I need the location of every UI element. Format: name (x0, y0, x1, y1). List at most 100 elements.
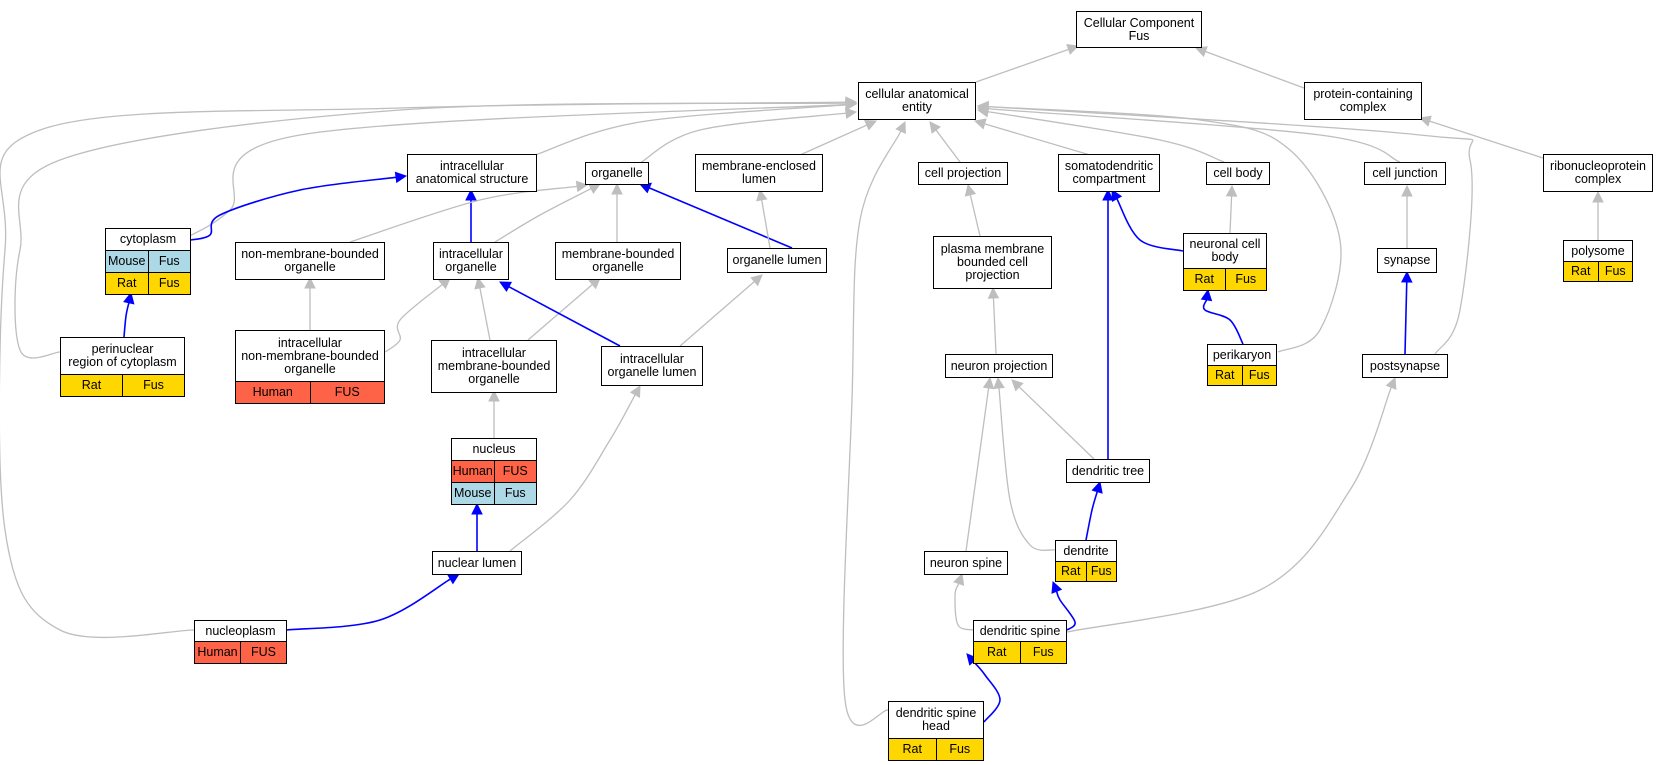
arrowhead (1401, 184, 1413, 197)
edge-part-of-intracellular-organelle-lumen-to-intracellular-organelle (499, 281, 621, 347)
node-label: Fus (1128, 28, 1150, 43)
arrowhead (756, 188, 768, 202)
arrowhead (499, 281, 513, 293)
edge-is-a-intracellular-anatomical-structure-to-cellular-anatomical-entity (534, 99, 858, 156)
edge-is-a-dendrite-to-neuron-projection (993, 376, 1056, 551)
arrowhead (973, 118, 987, 130)
node-label: intracellular (462, 346, 526, 360)
edge-is-a-non-membrane-bounded-organelle-to-organelle (349, 180, 589, 243)
edge-is-a-synapse-to-cell-junction (1401, 184, 1413, 248)
node-label: cellular anatomical (865, 87, 969, 101)
edge-part-of-dendrite-to-dendritic-tree (1085, 480, 1103, 541)
arrowhead (953, 572, 965, 586)
species-cell-rat: Fus (1597, 262, 1632, 281)
node-label: membrane-bounded (437, 359, 551, 373)
species-cell-rat: Rat (1208, 366, 1242, 385)
arrowhead (1225, 184, 1238, 197)
arrowhead (845, 96, 858, 108)
arrowhead (304, 276, 316, 289)
edge-part-of-neuronal-cell-body-to-somatodendritic-compartment (1111, 189, 1184, 252)
arrowhead (1102, 188, 1114, 201)
node-label: neuron projection (950, 358, 1048, 373)
arrowhead (1091, 480, 1103, 494)
edge-is-a-nuclear-lumen-to-intracellular-organelle-lumen (509, 385, 641, 552)
node-label: entity (902, 100, 932, 114)
node-label: neuron spine (929, 555, 1003, 570)
node-label: complex (1574, 172, 1622, 186)
node-label: non-membrane-bounded (241, 247, 379, 261)
edge-is-a-dendritic-tree-to-neuron-projection (1011, 379, 1095, 460)
species-cell-rat: Rat (106, 273, 148, 294)
node-label: cell body (1213, 166, 1263, 180)
arrowhead (1200, 288, 1213, 302)
node-label: body (1211, 250, 1239, 264)
arrowhead (929, 121, 941, 134)
node-label: projection (965, 268, 1020, 282)
node-label: cell junction (1372, 166, 1438, 180)
node-label: intracellular (439, 247, 503, 261)
edge-part-of-perinuclear-region-of-cytoplasm-to-cytoplasm (123, 291, 135, 338)
edge-is-a-intracellular-organelle-lumen-to-organelle-lumen (679, 274, 763, 347)
species-cell-rat: Rat (889, 739, 936, 760)
species-cell-human: Human (452, 461, 494, 482)
edge-is-a-plasma-membrane-bounded-cell-projection-to-cell-projection (964, 183, 981, 237)
edge-is-a-membrane-enclosed-lumen-to-cellular-anatomical-entity (799, 119, 878, 156)
node-label: cytoplasm (119, 232, 177, 246)
node-label: nuclear lumen (437, 555, 517, 570)
node-label: organelle (468, 372, 520, 386)
node-label: postsynapse (1369, 358, 1441, 373)
edge-is-a-polysome-to-ribonucleoprotein-complex (1592, 190, 1604, 240)
node-label: organelle lumen (732, 253, 822, 267)
edge-is-a-intracellular-membrane-bounded-organelle-to-membrane-bounded-organelle (527, 277, 601, 341)
node-label: organelle (284, 361, 336, 376)
node-label: neuronal cell (1189, 237, 1261, 251)
species-cell-rat: Rat (1184, 269, 1225, 290)
arrowhead (993, 376, 1005, 389)
node-cell-body: cell body (1206, 162, 1270, 185)
arrowhead (750, 274, 763, 287)
species-cell-rat: Fus (1085, 562, 1116, 581)
edge-is-a-ribonucleoprotein-complex-to-protein-containing-complex (1418, 115, 1544, 159)
node-neuron-projection: neuron projection (945, 354, 1053, 378)
node-label: ribonucleoprotein (1550, 159, 1646, 173)
node-organelle-lumen: organelle lumen (727, 248, 827, 273)
species-cell-mouse: Mouse (106, 251, 148, 272)
node-postsynapse: postsynapse (1362, 354, 1448, 378)
species-cell-rat: Fus (122, 375, 184, 396)
node-label: polysome (1571, 243, 1625, 258)
edge-part-of-dendritic-spine-to-dendrite (1051, 580, 1076, 631)
edge-is-a-postsynapse-to-cellular-anatomical-entity (976, 100, 1474, 355)
node-nuclear-lumen: nuclear lumen (432, 551, 522, 575)
edge-is-a-cell-projection-to-cellular-anatomical-entity (929, 121, 961, 163)
edge-part-of-nucleoplasm-to-nuclear-lumen (286, 573, 460, 631)
node-label: anatomical structure (415, 172, 529, 186)
arrowhead (123, 291, 135, 305)
edge-is-a-perikaryon-to-cellular-anatomical-entity (976, 100, 1342, 353)
species-cell-rat: Rat (1056, 562, 1086, 581)
node-label: lumen (741, 172, 777, 186)
node-label: dendritic tree (1071, 463, 1145, 478)
node-label: perinuclear (91, 342, 154, 356)
arrowhead (1066, 44, 1080, 55)
node-label: synapse (1383, 253, 1431, 267)
arrowhead (976, 100, 989, 113)
edge-is-a-neuron-spine-to-neuron-projection (965, 376, 995, 552)
node-label: organelle (592, 260, 644, 274)
